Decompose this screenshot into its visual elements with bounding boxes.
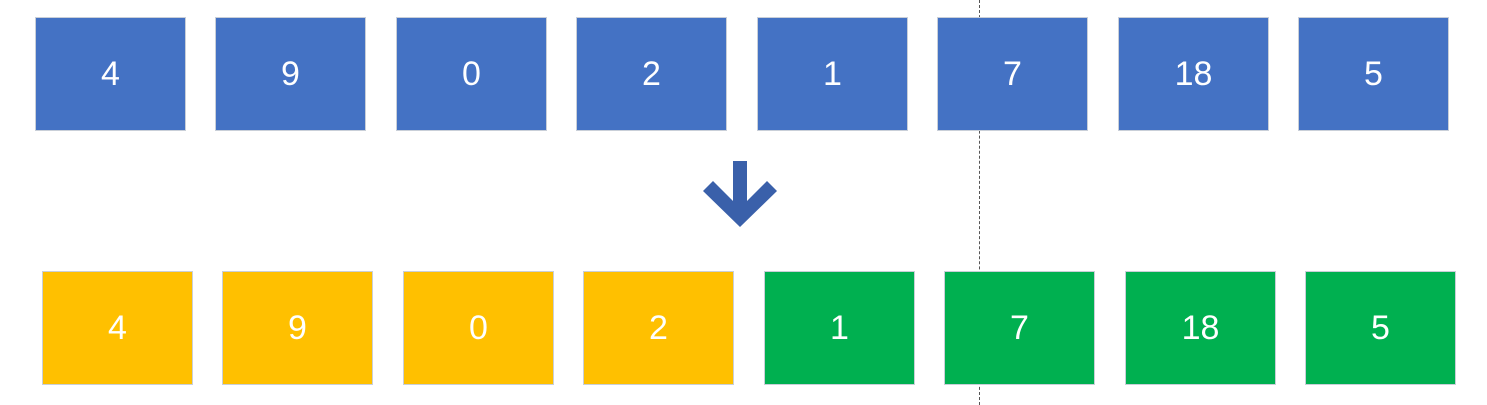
split-divider-line — [979, 0, 980, 405]
input-cell-8: 5 — [1298, 17, 1449, 131]
input-cell-4: 2 — [576, 17, 727, 131]
input-cell-5: 1 — [757, 17, 908, 131]
right-partition-cell-1: 1 — [764, 271, 915, 385]
input-cell-7: 18 — [1118, 17, 1269, 131]
arrow-down-icon — [703, 161, 777, 227]
input-cell-1: 4 — [35, 17, 186, 131]
right-partition-cell-2: 7 — [944, 271, 1095, 385]
input-cell-2: 9 — [215, 17, 366, 131]
left-partition-cell-4: 2 — [583, 271, 734, 385]
input-cell-6: 7 — [937, 17, 1088, 131]
left-partition-cell-2: 9 — [222, 271, 373, 385]
right-partition-cell-3: 18 — [1125, 271, 1276, 385]
left-partition-cell-3: 0 — [403, 271, 554, 385]
right-partition-cell-4: 5 — [1305, 271, 1456, 385]
input-cell-3: 0 — [396, 17, 547, 131]
left-partition-cell-1: 4 — [42, 271, 193, 385]
